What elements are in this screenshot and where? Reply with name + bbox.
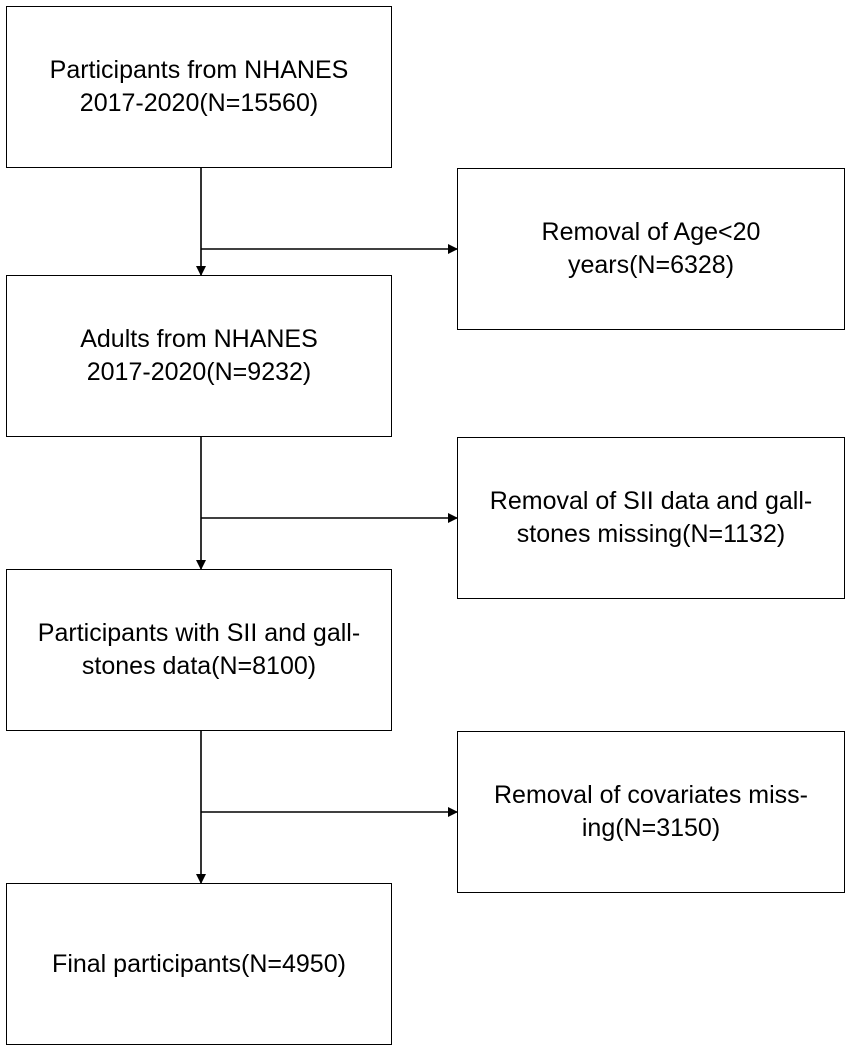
final-participants-box-line-1: Final participants(N=4950) xyxy=(52,949,346,978)
covariates-exclusion-box-line-1: Removal of covariates miss- xyxy=(494,781,808,809)
sii-missing-exclusion-box: Removal of SII data and gall- stones mis… xyxy=(457,437,845,599)
adults-box-line-1: Adults from NHANES xyxy=(80,325,318,353)
sii-missing-exclusion-box-line-1: Removal of SII data and gall- xyxy=(489,487,813,515)
participants-box-line-1: Participants from NHANES xyxy=(49,56,349,84)
age-exclusion-box-line-2: years(N=6328) xyxy=(567,251,735,279)
participants-box: Participants from NHANES 2017-2020(N=155… xyxy=(6,6,392,168)
sii-gallstones-box: Participants with SII and gall- stones d… xyxy=(6,569,392,731)
age-exclusion-box: Removal of Age<20 years(N=6328) xyxy=(457,168,845,330)
adults-box: Adults from NHANES 2017-2020(N=9232) xyxy=(6,275,392,437)
sii-gallstones-box-line-2: stones data(N=8100) xyxy=(81,652,317,680)
sii-missing-exclusion-box-line-2: stones missing(N=1132) xyxy=(516,520,786,548)
age-exclusion-box-line-1: Removal of Age<20 xyxy=(541,218,761,246)
final-participants-box: Final participants(N=4950) xyxy=(6,883,392,1045)
adults-box-line-2: 2017-2020(N=9232) xyxy=(86,358,312,386)
covariates-exclusion-box-line-2: ing(N=3150) xyxy=(581,814,721,842)
covariates-exclusion-box: Removal of covariates miss- ing(N=3150) xyxy=(457,731,845,893)
participants-box-line-2: 2017-2020(N=15560) xyxy=(79,89,319,117)
sii-gallstones-box-line-1: Participants with SII and gall- xyxy=(37,619,361,647)
